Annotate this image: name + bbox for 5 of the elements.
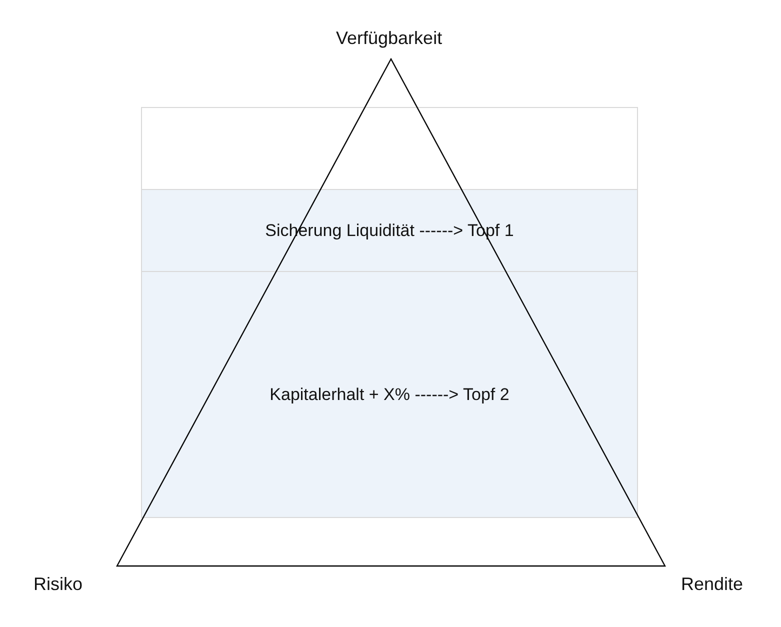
corner-label: Risiko — [34, 574, 83, 595]
tier-label: Kapitalerhalt + X% ------> Topf 2 — [270, 384, 510, 404]
corner-label: Rendite — [681, 574, 744, 595]
corner-label: Verfügbarkeit — [336, 28, 442, 49]
triangle-outline — [116, 58, 666, 567]
